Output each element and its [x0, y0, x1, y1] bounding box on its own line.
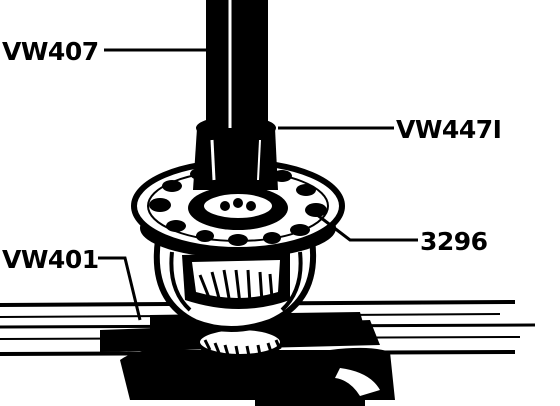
leader-3296	[315, 212, 418, 242]
label-3296: 3296	[420, 227, 488, 256]
labels: VW407 VW447I 3296 VW401	[2, 37, 502, 274]
leader-vw401	[98, 256, 142, 321]
label-vw401: VW401	[2, 245, 99, 274]
handle-shaft	[206, 0, 268, 132]
label-vw407: VW407	[2, 37, 99, 66]
label-vw447i: VW447I	[396, 115, 501, 144]
differential-housing	[153, 237, 316, 332]
leader-lines	[98, 48, 418, 321]
gear-ring	[196, 326, 284, 358]
